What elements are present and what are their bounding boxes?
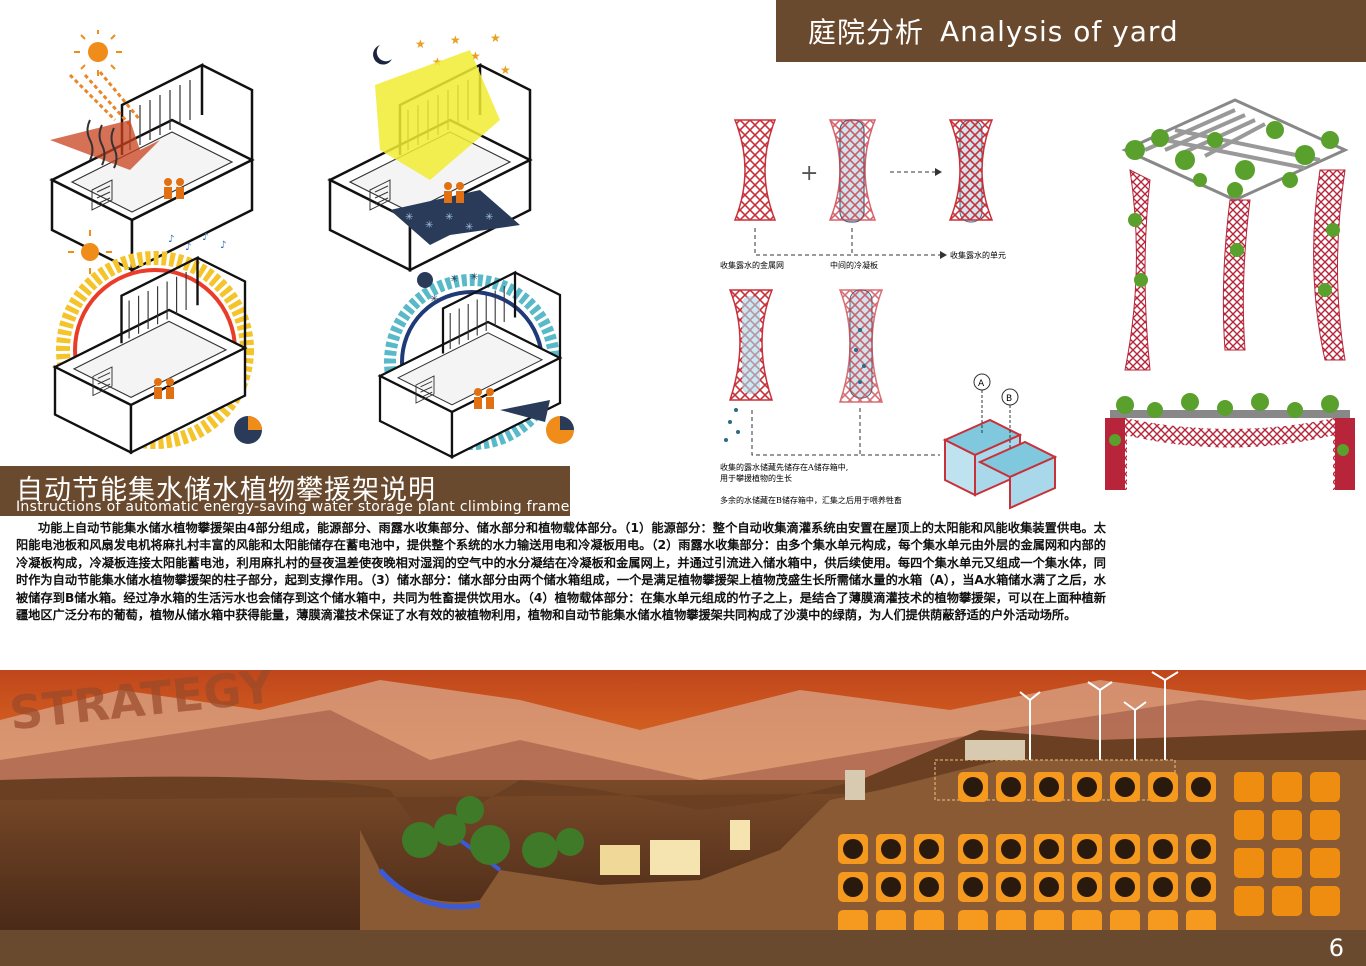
cool-ring-diagram: ✳ ✳ ✳ <box>378 271 574 459</box>
svg-text:✳: ✳ <box>445 212 453 223</box>
svg-text:★: ★ <box>500 63 511 77</box>
tile-icon <box>838 834 868 864</box>
svg-text:♪: ♪ <box>202 232 208 243</box>
tile-icon <box>1186 910 1216 930</box>
storage-tanks: A B <box>942 373 1058 510</box>
svg-text:♪: ♪ <box>220 240 226 251</box>
mesh-unit-1 <box>733 119 777 221</box>
tile-icon <box>1186 772 1216 802</box>
tile-icon <box>1272 886 1302 916</box>
tile-icon <box>1034 910 1064 930</box>
label-store-1: 收集的露水储藏先储存在A储存箱中, <box>720 462 848 472</box>
tank-a-label: A <box>978 379 985 389</box>
page-number: 6 <box>1328 934 1344 962</box>
tile-icon <box>1110 910 1140 930</box>
tile-icon <box>958 834 988 864</box>
tile-icon <box>1272 848 1302 878</box>
svg-text:✳: ✳ <box>470 272 478 283</box>
pergola-illustrations <box>1105 98 1355 490</box>
svg-text:✳: ✳ <box>465 222 473 233</box>
wind-turbines <box>1019 671 1179 760</box>
tile-icon <box>914 834 944 864</box>
tile-icon <box>1186 834 1216 864</box>
pergola-perspective <box>1121 98 1349 371</box>
tile-icon <box>1148 834 1178 864</box>
svg-text:★: ★ <box>490 31 501 45</box>
tile-icon <box>1234 810 1264 840</box>
tile-icon <box>1034 872 1064 902</box>
svg-text:♪: ♪ <box>168 234 174 245</box>
tile-icon <box>1110 834 1140 864</box>
tile-icon <box>1310 772 1340 802</box>
tile-icon <box>1110 872 1140 902</box>
tile-icon <box>1034 834 1064 864</box>
tile-icon <box>838 872 868 902</box>
heat-ring-diagram: ♪ ♪ ♪ ♪ <box>53 230 262 454</box>
tile-icon <box>1148 910 1178 930</box>
tile-icon <box>996 872 1026 902</box>
tile-icon <box>1148 872 1178 902</box>
tile-icon <box>876 910 906 930</box>
tile-icon <box>1310 886 1340 916</box>
svg-text:✳: ✳ <box>405 212 413 223</box>
tile-icon <box>1034 772 1064 802</box>
daytime-sun-diagram <box>50 30 254 272</box>
tile-icon <box>1186 872 1216 902</box>
tile-icon <box>838 910 868 930</box>
svg-text:♪: ♪ <box>185 242 191 253</box>
tile-icon <box>1072 772 1102 802</box>
svg-text:✳: ✳ <box>430 294 438 305</box>
svg-text:+: + <box>800 161 818 186</box>
label-excess: 多余的水储藏在B储存箱中，汇集之后用于喂养牲畜 <box>720 495 902 505</box>
svg-text:✳: ✳ <box>425 220 433 231</box>
tile-icon <box>1234 886 1264 916</box>
tile-icon <box>876 872 906 902</box>
label-store-2: 用于攀援植物的生长 <box>720 473 792 483</box>
pergola-elevation <box>1105 393 1355 490</box>
label-metal-mesh: 收集露水的金属网 <box>720 260 784 270</box>
tile-icon <box>1310 810 1340 840</box>
section-title-cn: 自动节能集水储水植物攀援架说明 <box>16 475 436 506</box>
tile-icon <box>958 772 988 802</box>
label-unit: 收集露水的单元 <box>950 250 1006 260</box>
svg-text:★: ★ <box>415 37 426 51</box>
svg-text:✳: ✳ <box>485 212 493 223</box>
tile-icon <box>1072 910 1102 930</box>
section-header: 自动节能集水储水植物攀援架说明 Instructions of automati… <box>0 466 570 516</box>
svg-text:✳: ✳ <box>450 274 458 285</box>
tile-icon <box>1272 810 1302 840</box>
combined-unit <box>948 119 994 221</box>
tile-icon <box>996 910 1026 930</box>
svg-text:★: ★ <box>432 55 443 69</box>
section-title-en: Instructions of automatic energy-saving … <box>16 499 570 515</box>
tile-icon <box>996 834 1026 864</box>
night-moon-diagram: ★ ★ ★ ★ ★ ★ ✳ ✳ ✳ ✳ ✳ <box>328 31 532 272</box>
label-cold-plate: 中间的冷凝板 <box>830 260 878 270</box>
tank-b-label: B <box>1006 394 1012 404</box>
water-collection-diagram: + 收集露水的金属网 中间的冷凝板 收集露水的单元 A B 收集的露水储藏先储存… <box>720 119 1058 510</box>
page-title-cn: 庭院分析 <box>808 16 925 49</box>
tile-icon <box>1072 872 1102 902</box>
svg-text:★: ★ <box>450 33 461 47</box>
tile-icon <box>996 772 1026 802</box>
tile-icon <box>958 910 988 930</box>
tile-icon <box>958 872 988 902</box>
tile-icon <box>1234 772 1264 802</box>
svg-text:★: ★ <box>470 49 481 63</box>
tile-icon <box>1272 772 1302 802</box>
tile-icon <box>1148 772 1178 802</box>
tile-icon <box>1110 772 1140 802</box>
tile-icon <box>876 834 906 864</box>
tile-icon <box>1310 848 1340 878</box>
tile-icon <box>914 910 944 930</box>
strategy-panel: STRATEGY <box>0 670 1366 930</box>
page-title-banner: 庭院分析 Analysis of yard <box>776 0 1366 62</box>
energy-diagrams: ★ ★ ★ ★ ★ ★ ✳ ✳ ✳ ✳ ✳ ♪ ♪ ♪ ♪ ✳ ✳ ✳ <box>50 30 574 459</box>
footer-bar <box>0 930 1366 966</box>
tile-icon <box>1072 834 1102 864</box>
tile-icon <box>914 872 944 902</box>
tile-icon <box>1234 848 1264 878</box>
description-paragraph: 功能上自动节能集水储水植物攀援架由4部分组成，能源部分、雨露水收集部分、储水部分… <box>16 521 1106 623</box>
page-title-en: Analysis of yard <box>940 14 1179 48</box>
